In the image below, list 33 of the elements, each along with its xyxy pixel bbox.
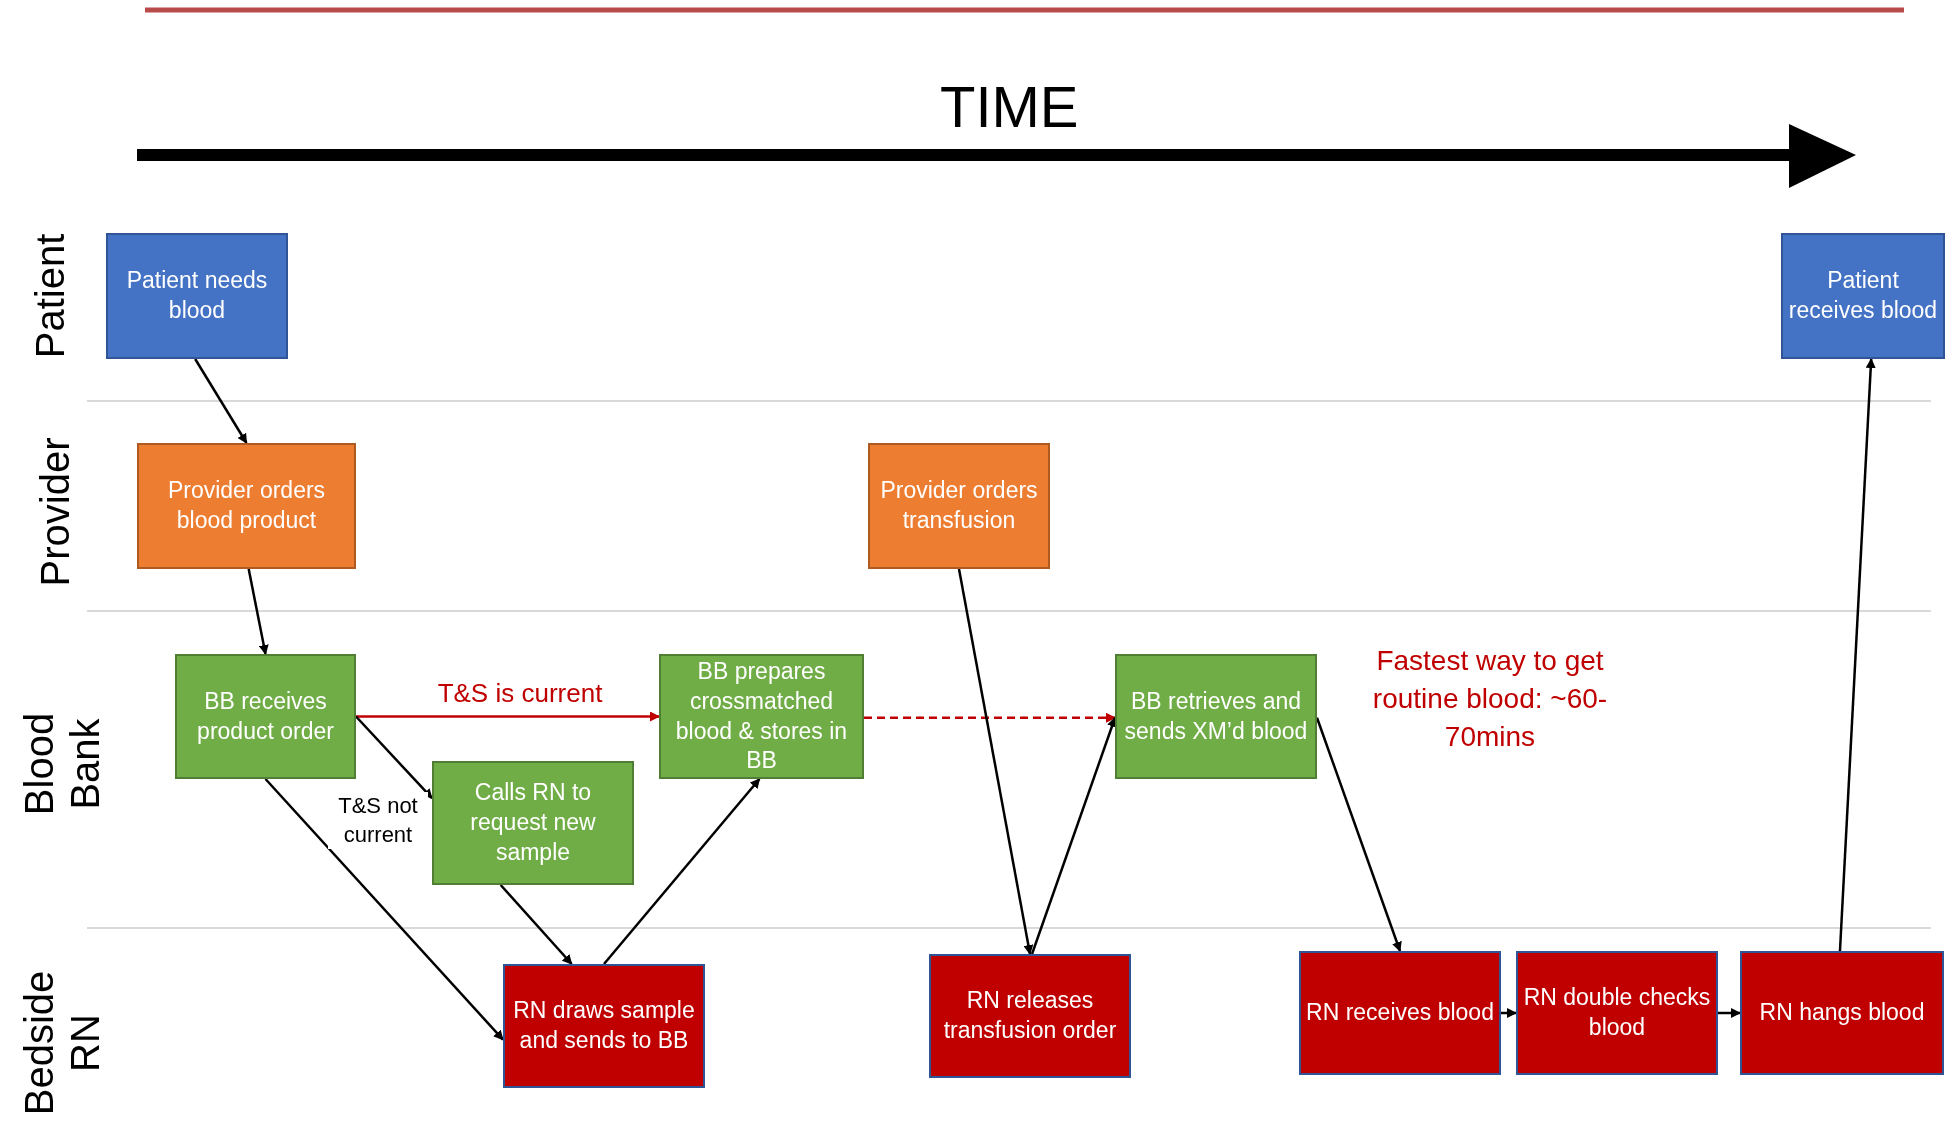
arrow [603,778,761,965]
process-box: RN draws sample and sends to BB [503,964,705,1088]
arrow [1718,1008,1741,1018]
lane-label: Patient [27,232,73,361]
process-box: Patient needs blood [106,233,288,359]
arrow [194,358,248,444]
process-box: BB receives product order [175,654,356,779]
process-box: Patient receives blood [1781,233,1945,359]
arrow [864,712,1116,723]
edge-label: T&S not current [328,792,428,850]
process-box: RN receives blood [1299,951,1501,1075]
arrow [1501,1008,1517,1018]
process-box: RN double checks blood [1516,951,1718,1075]
arrow [355,715,433,800]
arrow [1030,716,1117,955]
process-box: RN hangs blood [1740,951,1944,1075]
note: Fastest way to get routine blood: ~60-70mins [1371,644,1609,754]
process-box: BB prepares crossmatched blood & stores in BB [659,654,864,779]
axis-label: TIME [940,78,1079,136]
arrow [957,568,1034,955]
arrow [264,778,504,1041]
arrow [356,711,660,722]
process-box: Calls RN to request new sample [432,761,634,885]
arrow [1838,358,1876,952]
arrow [247,568,269,655]
process-box: BB retrieves and sends XM’d blood [1115,654,1317,779]
process-box: Provider orders blood product [137,443,356,569]
process-box: Provider orders transfusion [868,443,1050,569]
lane-label: Bedside RN [16,969,108,1118]
process-box: RN releases transfusion order [929,954,1131,1078]
lane-label: Blood Bank [16,711,108,818]
lane-label: Provider [32,436,78,589]
arrow [499,884,573,965]
